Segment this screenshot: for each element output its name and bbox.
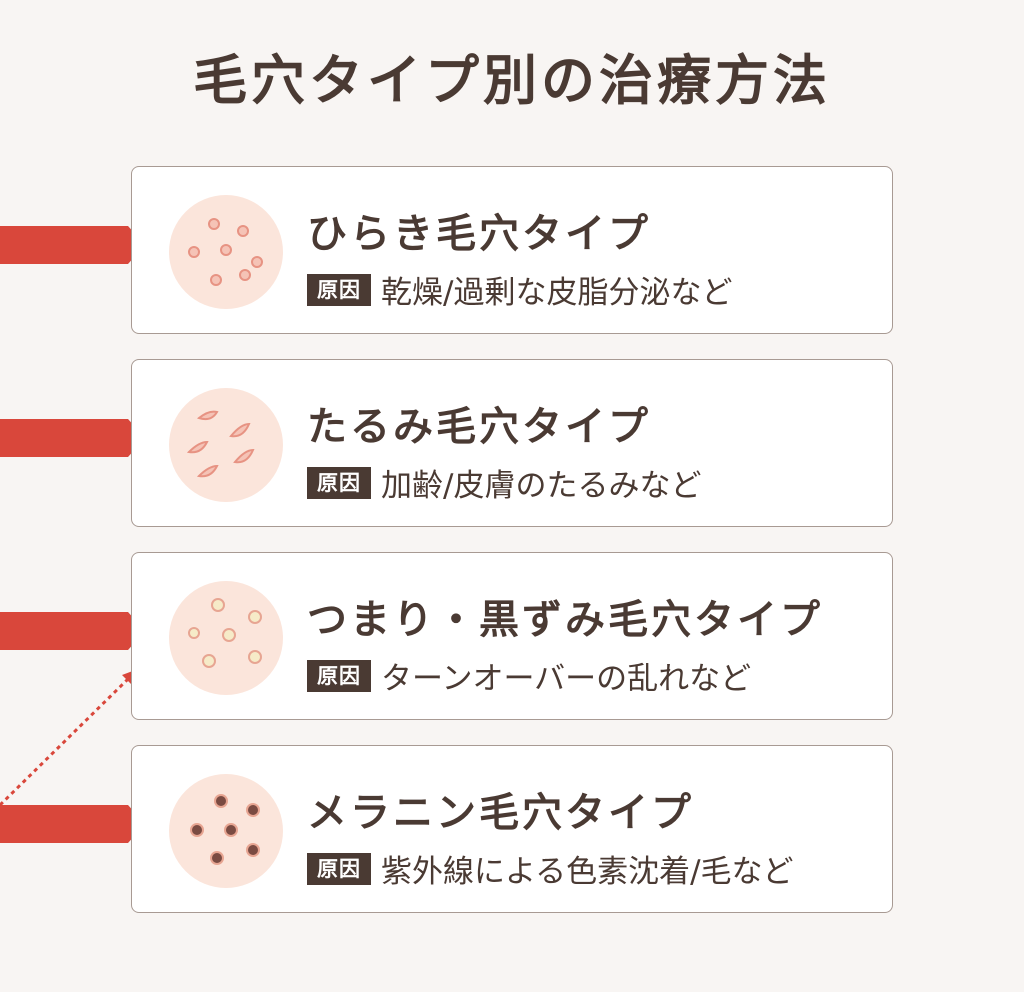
- card-title: つまり・黒ずみ毛穴タイプ: [307, 596, 823, 643]
- clogged-pores-icon: [169, 581, 283, 695]
- pore-type-card: ひらき毛穴タイプ 原因 乾燥/過剰な皮脂分泌など: [131, 166, 893, 334]
- cause-badge: 原因: [307, 466, 371, 499]
- cause-row: 原因 紫外線による色素沈着/毛など: [307, 846, 794, 891]
- cause-text: 紫外線による色素沈着/毛など: [381, 854, 794, 890]
- cause-row: 原因 加齢/皮膚のたるみなど: [307, 460, 701, 505]
- cause-text: ターンオーバーの乱れなど: [381, 661, 752, 697]
- cause-text: 加齢/皮膚のたるみなど: [381, 468, 702, 504]
- page-title: 毛穴タイプ別の治療方法: [193, 48, 831, 112]
- card-title: メラニン毛穴タイプ: [307, 789, 694, 836]
- cause-badge: 原因: [307, 852, 371, 885]
- card-title: ひらき毛穴タイプ: [307, 210, 651, 257]
- melanin-pores-icon: [169, 774, 283, 888]
- arrow-icon: [0, 226, 145, 264]
- cause-row: 原因 ターンオーバーの乱れなど: [307, 653, 751, 698]
- card-title: たるみ毛穴タイプ: [307, 403, 651, 450]
- open-pores-icon: [169, 195, 283, 309]
- arrow-icon: [0, 419, 145, 457]
- pore-type-card: たるみ毛穴タイプ 原因 加齢/皮膚のたるみなど: [131, 359, 893, 527]
- pore-type-card: メラニン毛穴タイプ 原因 紫外線による色素沈着/毛など: [131, 745, 893, 913]
- cause-text: 乾燥/過剰な皮脂分泌など: [381, 275, 733, 311]
- cause-badge: 原因: [307, 273, 371, 306]
- cause-row: 原因 乾燥/過剰な皮脂分泌など: [307, 267, 732, 312]
- dotted-arrow-icon: [0, 669, 138, 807]
- sagging-pores-icon: [169, 388, 283, 502]
- pore-type-card: つまり・黒ずみ毛穴タイプ 原因 ターンオーバーの乱れなど: [131, 552, 893, 720]
- arrow-icon: [0, 805, 145, 843]
- cause-badge: 原因: [307, 659, 371, 692]
- arrow-icon: [0, 612, 145, 650]
